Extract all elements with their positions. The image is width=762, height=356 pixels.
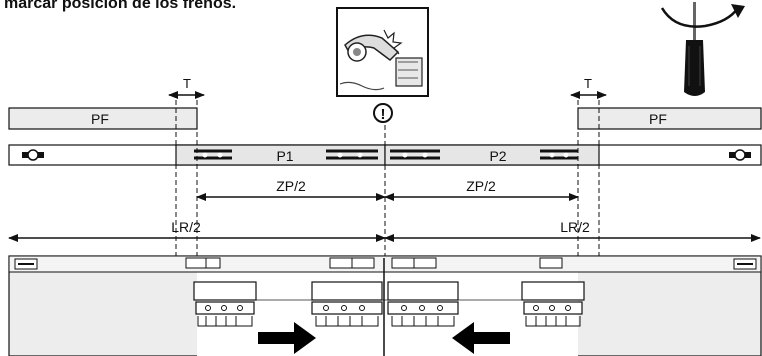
dimension-lr-left: LR/2 xyxy=(8,219,386,242)
tolerance-right-label: T xyxy=(584,76,592,91)
panel-p1: P1 xyxy=(175,144,386,166)
warning-icon: ! xyxy=(373,103,393,123)
dimension-lr-right-label: LR/2 xyxy=(560,219,590,235)
panel-p2-label: P2 xyxy=(489,148,506,164)
arrow-left-icon xyxy=(452,322,510,354)
fixed-panel-right: PF xyxy=(577,107,762,130)
lower-door-view xyxy=(8,255,762,356)
brake-detail-icon xyxy=(336,7,429,97)
panel-p1-label: P1 xyxy=(276,148,293,164)
dimension-zp-right-label: ZP/2 xyxy=(466,178,496,194)
fixed-panel-right-label: PF xyxy=(649,111,667,127)
tolerance-right: T xyxy=(570,76,607,99)
dimension-lr-left-label: LR/2 xyxy=(171,219,201,235)
dimension-zp-left-label: ZP/2 xyxy=(276,178,306,194)
tolerance-left-label: T xyxy=(183,76,191,91)
dimension-lr-right: LR/2 xyxy=(384,219,761,242)
fixed-panel-left: PF xyxy=(8,107,198,130)
tolerance-left: T xyxy=(168,76,205,99)
rotation-arrow-icon xyxy=(660,4,745,28)
dimension-zp-right: ZP/2 xyxy=(384,178,579,201)
arrow-right-icon xyxy=(258,322,316,354)
dimension-zp-left: ZP/2 xyxy=(196,178,386,201)
panel-p2: P2 xyxy=(384,144,600,166)
warning-label: ! xyxy=(381,106,386,123)
screwdriver-icon xyxy=(684,2,705,96)
caption-text: marcar posición de los frenos. xyxy=(4,0,237,12)
fixed-panel-left-label: PF xyxy=(91,111,109,127)
